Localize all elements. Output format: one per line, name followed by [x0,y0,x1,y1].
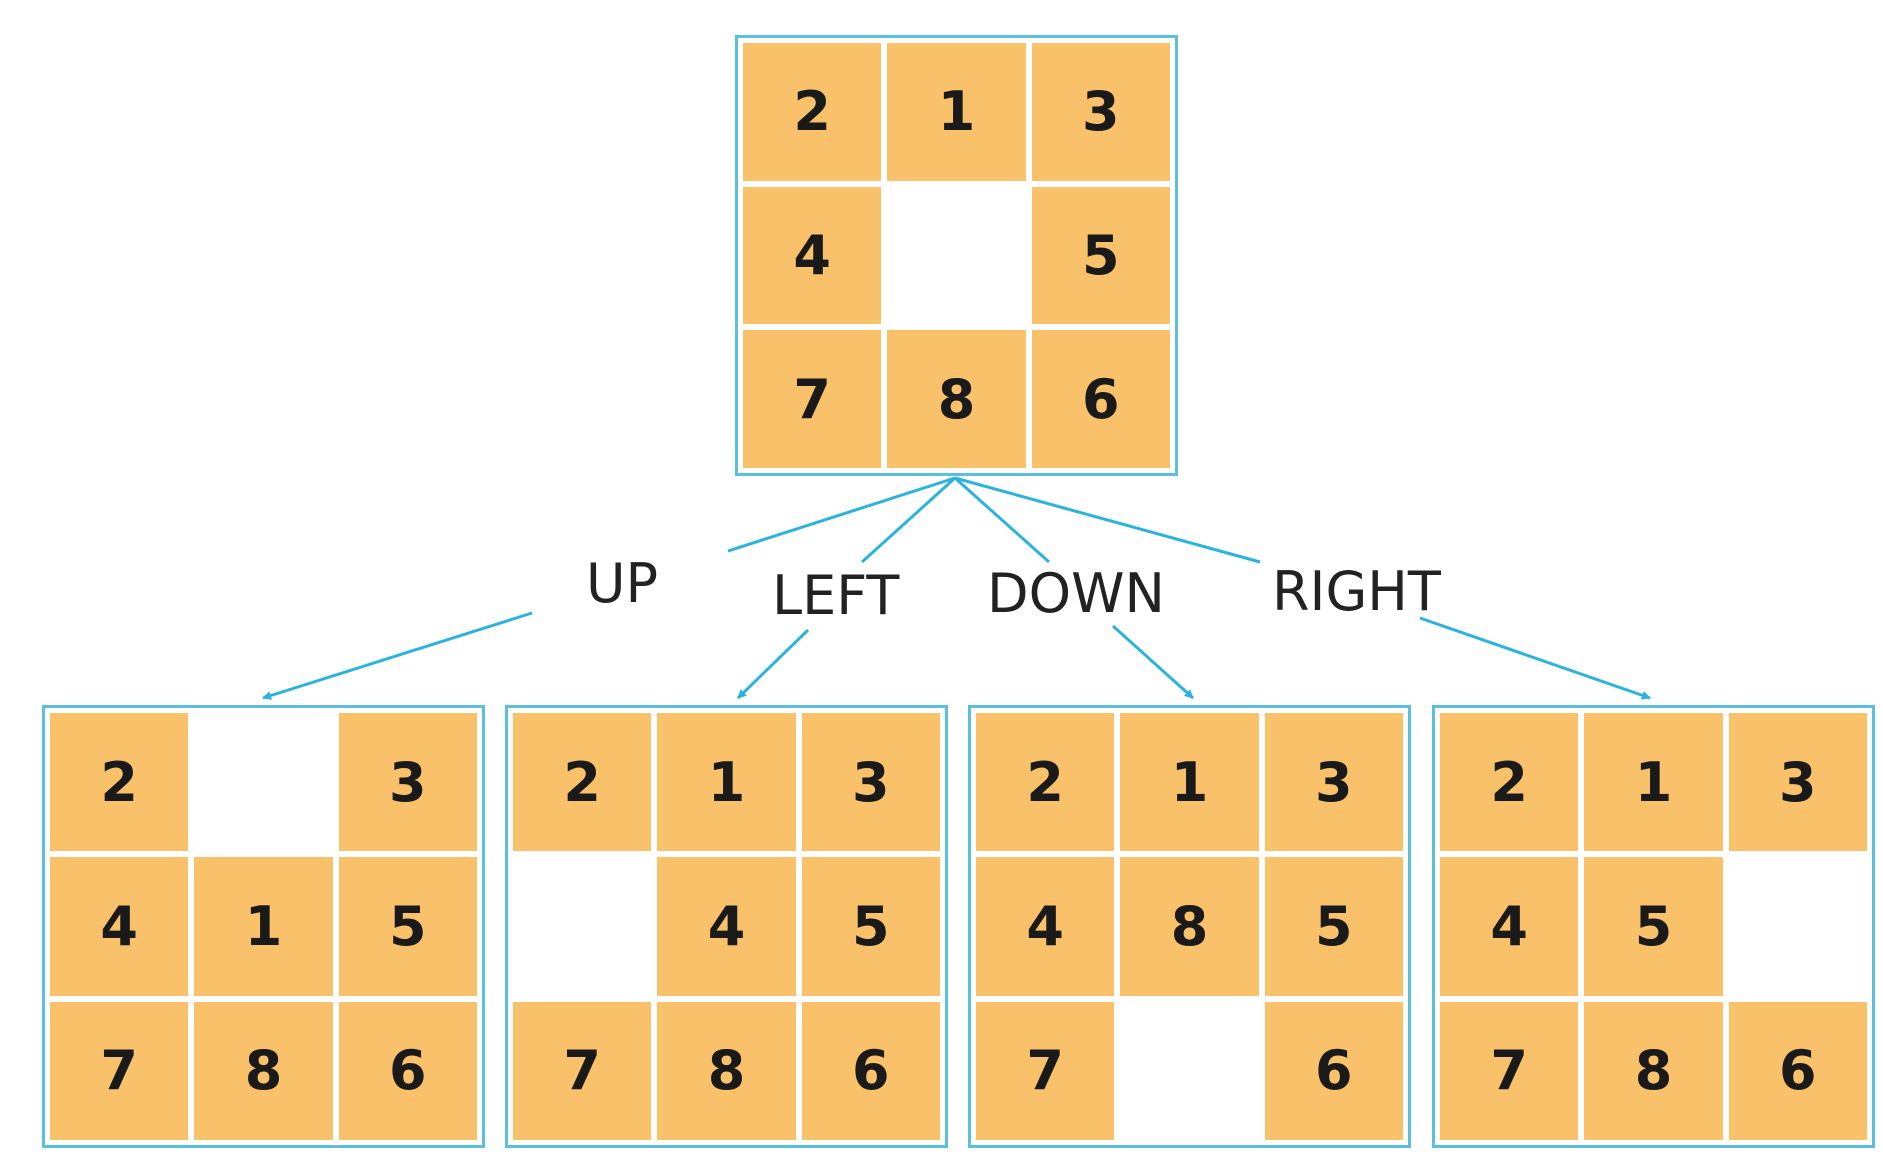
arrow-right [1419,616,1651,700]
tile: 3 [1031,43,1170,181]
tile: 3 [1264,713,1403,852]
tile: 8 [1584,1001,1723,1140]
tile: 8 [194,1001,333,1140]
tile: 6 [338,1001,477,1140]
tile: 6 [1264,1001,1403,1140]
tile: 4 [1440,857,1579,996]
move-label-right: RIGHT [1272,560,1441,623]
tile: 3 [1728,713,1867,852]
tile: 2 [743,43,882,181]
tile: 1 [887,43,1026,181]
tile: 7 [513,1001,652,1140]
tile: 5 [338,857,477,996]
tile: 7 [743,330,882,468]
blank-tile [194,713,333,852]
tile: 5 [1031,186,1170,325]
tile: 2 [1440,713,1579,852]
move-label-up: UP [586,552,659,615]
connector-line-up [727,476,956,553]
tile: 2 [513,713,652,852]
tile: 2 [50,713,189,852]
arrow-left [736,628,810,700]
arrow-up [262,611,533,700]
tile: 3 [801,713,940,852]
tile: 4 [50,857,189,996]
tile: 2 [976,713,1115,852]
blank-tile [887,186,1026,325]
tile: 6 [1728,1001,1867,1140]
tile: 1 [657,713,796,852]
tile: 7 [50,1001,189,1140]
tile: 4 [743,186,882,325]
tile: 8 [1120,857,1259,996]
tile: 4 [657,857,796,996]
blank-tile [1120,1001,1259,1140]
blank-tile [513,857,652,996]
connector-line-left [860,476,957,564]
tile: 5 [1584,857,1723,996]
tile: 8 [657,1001,796,1140]
tile: 7 [1440,1001,1579,1140]
arrow-down [1111,624,1195,700]
tile: 1 [1584,713,1723,852]
blank-tile [1728,857,1867,996]
move-label-left: LEFT [772,564,900,627]
tile: 6 [1031,330,1170,468]
connector-line-right [954,476,1261,564]
tile: 7 [976,1001,1115,1140]
move-label-down: DOWN [987,562,1165,625]
tile: 5 [1264,857,1403,996]
tile: 1 [1120,713,1259,852]
tile: 8 [887,330,1026,468]
tile: 6 [801,1001,940,1140]
connector-line-down [954,476,1050,564]
tile: 1 [194,857,333,996]
tile: 5 [801,857,940,996]
tile: 3 [338,713,477,852]
tile: 4 [976,857,1115,996]
